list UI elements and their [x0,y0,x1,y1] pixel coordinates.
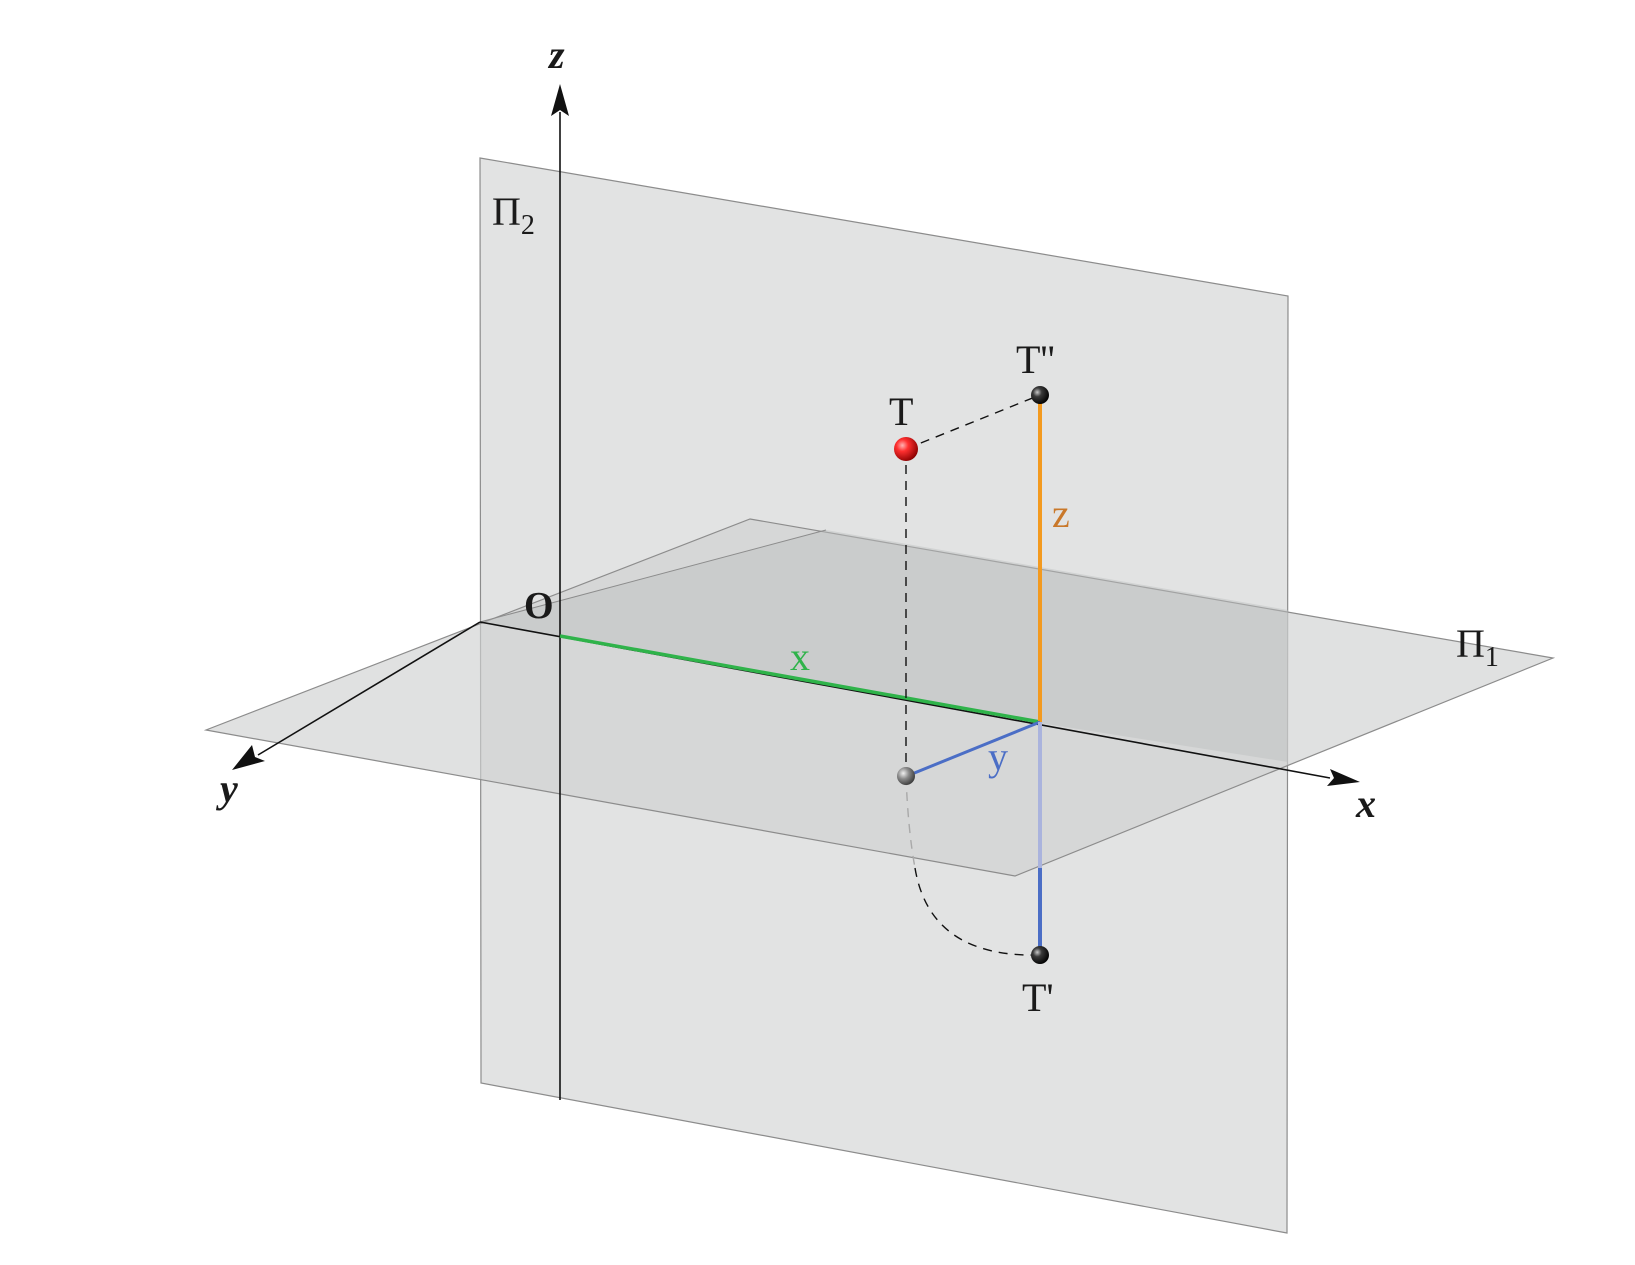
origin-label: O [524,585,554,627]
point-T-prime [1031,946,1049,964]
plane-pi2-label: Π2 [492,189,535,241]
z-segment-label: z [1052,491,1070,536]
y-axis [232,621,481,770]
plane-pi2-label-base: Π [492,189,521,234]
x-coordinate-segment [559,634,1041,724]
y-axis-label: y [216,766,238,811]
plane-pi1-label-sub: 1 [1485,642,1499,673]
rotation-arc-faded [905,775,916,869]
plane-overlap-shade [480,530,1288,762]
plane-pi1-label: Π1 [1456,621,1499,673]
z-axis-label: z [547,32,565,77]
y-segment-label: y [988,734,1008,779]
point-T [894,437,918,461]
plane-pi1-label-base: Π [1456,621,1485,666]
plane-back-edge [479,529,827,623]
x-segment-label: x [790,634,810,679]
x-axis-label: x [1355,781,1376,826]
plane-pi1 [203,518,1556,877]
point-T-double-prime-label: T'' [1016,337,1055,382]
rotation-arc [914,867,1041,956]
point-ground-projection [897,767,915,785]
z-axis [551,84,569,1100]
projection-line-T-to-Tdouble [905,394,1041,450]
point-T-double-prime [1031,386,1049,404]
y-coordinate-segment [906,720,1041,778]
point-T-prime-label: T' [1022,975,1054,1020]
plane-pi2-label-sub: 2 [521,210,535,241]
point-T-label: T [889,389,913,434]
